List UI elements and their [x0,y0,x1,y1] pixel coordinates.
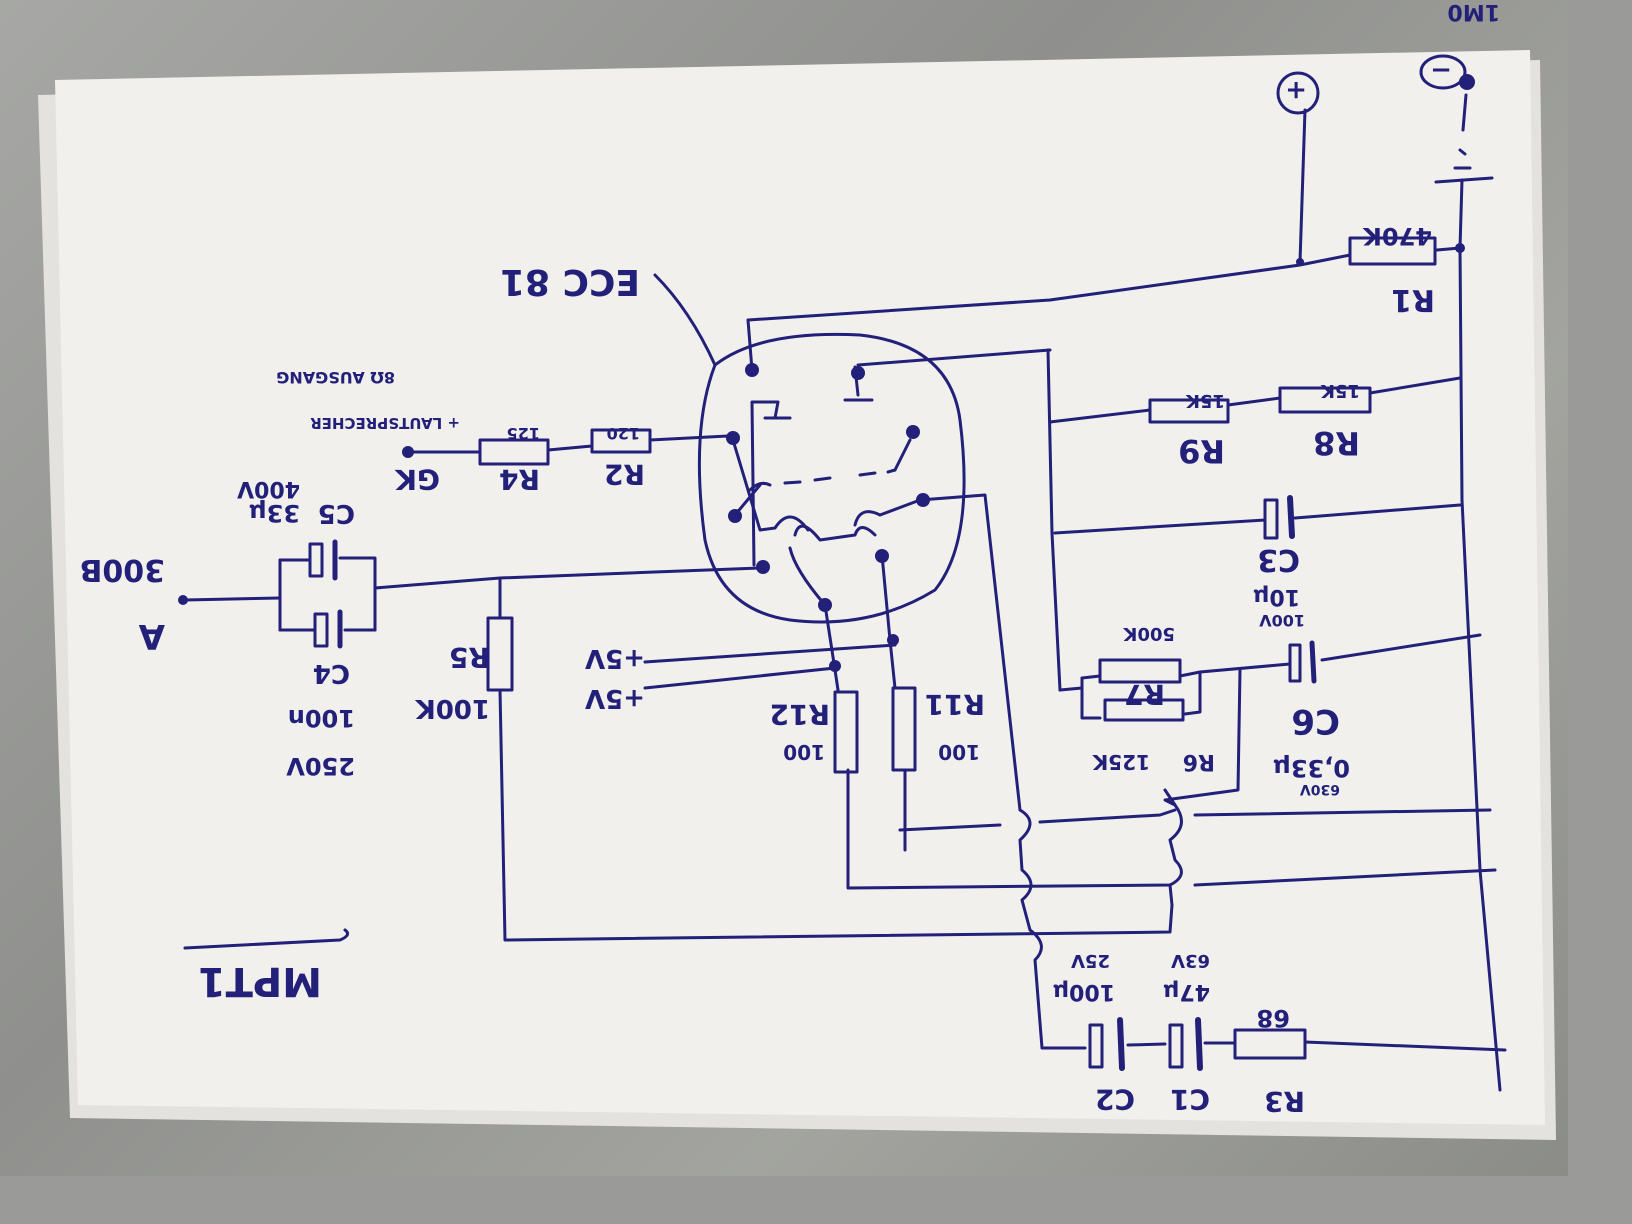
photo-background: MPT1 ECC 81 + − 1M0 470K R1 120 R2 125 R… [0,0,1568,1176]
output-note-1: + LAUTSPRECHER [310,414,460,432]
c5-voltage: 400V [237,476,300,501]
resistor-r7 [1098,658,1182,684]
tube-pins [178,74,1475,672]
r3-name: R3 [1264,1085,1305,1118]
plus-terminal-circle [1276,71,1320,115]
tube-label: ECC 81 [500,261,640,302]
c1-voltage: 63V [1171,950,1210,971]
resistor-r12 [833,690,859,774]
r12-name: R12 [769,698,830,731]
battery-plate-long [1434,176,1494,184]
input-tube: 300B [80,552,166,587]
r12-value: 100 [783,740,825,764]
r1-value: 470K [1362,222,1432,250]
r8-value: 15K [1320,380,1360,401]
input-label: A [138,616,165,656]
tube-ecc81 [697,332,966,624]
minus-tag: 1M0 [1447,0,1500,24]
heater-label-2: +5V [585,683,645,713]
c5-value: 33μ [249,499,300,527]
resistor-r3 [1233,1028,1307,1060]
schematic-sheet: MPT1 ECC 81 + − 1M0 470K R1 120 R2 125 R… [38,0,1556,1140]
heater-label-1: +5V [585,643,645,673]
r7-name: R7 [1124,678,1165,711]
wiring [183,54,1507,1092]
c1-value: 47μ [1163,979,1210,1004]
output-note-2: 8Ω AUSGANG [276,368,395,387]
r7-value: 500K [1122,623,1175,644]
resistor-r6 [1103,698,1185,722]
r5-name: R5 [449,641,490,674]
c3-value: 10μ [1253,584,1300,609]
capacitor-c3 [1263,495,1295,540]
r2-value: 120 [607,424,640,443]
r8-name: R8 [1313,424,1360,462]
c6-voltage: 630V [1300,781,1340,797]
b-plus-rail [746,253,1352,322]
r4-value: 125 [507,424,540,443]
r3-value: 68 [1257,1004,1290,1032]
r4-name: R4 [499,463,540,496]
r9-name: R9 [1178,432,1225,470]
c3-voltage: 100V [1259,611,1305,630]
c2-name: C2 [1095,1083,1135,1116]
resistor-r1 [1348,236,1437,266]
capacitor-c4 [313,609,343,649]
right-rail [1458,246,1502,1092]
resistor-r9 [1148,398,1230,424]
r6-name: R6 [1183,749,1215,774]
capacitors [308,495,1317,1071]
minus-terminal-circle [1419,54,1467,90]
c2-voltage: 25V [1071,950,1110,971]
c6-name: C6 [1291,701,1340,741]
r9-value: 15K [1185,390,1225,411]
r2-name: R2 [604,458,645,491]
capacitor-c1 [1168,1017,1203,1071]
resistors [478,236,1437,1060]
title-underline [183,928,350,950]
capacitor-c2 [1088,1017,1125,1071]
c6-value: 0,33μ [1273,754,1350,782]
c1-name: C1 [1170,1083,1210,1116]
r6-value: 125K [1091,750,1150,774]
r5-value: 100K [415,693,490,723]
c4-name: C4 [313,658,350,688]
c4-value: 100n [288,704,355,732]
capacitor-c6 [1288,640,1317,684]
plus-lead [1298,108,1307,264]
c4-voltage: 250V [286,752,355,780]
resistor-r5 [486,616,514,692]
r1-name: R1 [1391,282,1435,317]
c3-name: C3 [1257,542,1300,577]
labels: MPT1 ECC 81 + − 1M0 470K R1 120 R2 125 R… [80,0,1501,1118]
paper [55,50,1545,1125]
minus-terminal-label: − [1430,55,1452,85]
resistor-r8 [1278,386,1372,414]
minus-rail-top [1458,178,1464,250]
resistor-r11 [891,686,917,772]
output-label: GK [394,463,440,496]
r11-name: R11 [924,688,985,721]
resistor-r4 [478,438,550,466]
capacitor-c5 [308,539,338,581]
c5-name: C5 [318,498,355,528]
plus-terminal-label: + [1285,75,1307,105]
r11-value: 100 [938,740,980,764]
c2-value: 100μ [1053,979,1115,1004]
resistor-r2 [590,428,652,454]
sheet-title: MPT1 [198,958,322,1004]
